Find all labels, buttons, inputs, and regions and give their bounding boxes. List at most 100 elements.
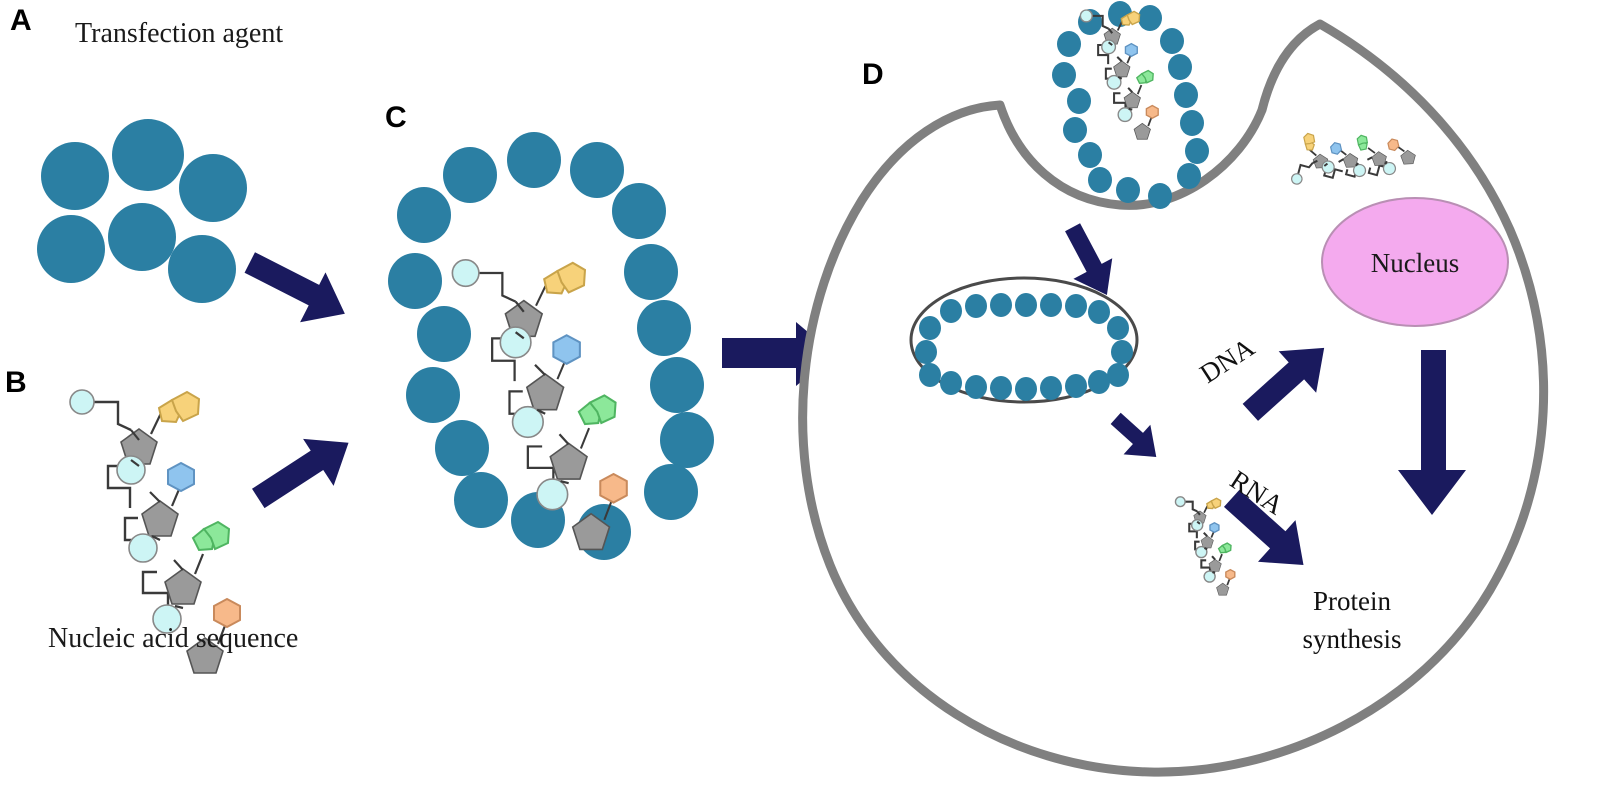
agent-particle [108,203,176,271]
agent-particle [919,363,941,387]
agent-particle [990,293,1012,317]
base-purine-yellow [1203,497,1222,514]
complex-agent-ring [1052,1,1209,209]
agent-particle [397,187,451,243]
agent-particle [443,147,497,203]
arrow-shape [1223,489,1304,566]
agent-particle [1088,370,1110,394]
agent-particle [965,375,987,399]
agent-particle [454,472,508,528]
panel-d: D [798,1,1549,777]
endosome-agent-ring [915,293,1133,401]
backbone-link [1090,14,1127,110]
nucleus-label: Nucleus [1371,248,1459,278]
base-pyrimidine-blue [1329,142,1347,156]
nucleus-body [1321,197,1509,327]
agent-particle [915,340,937,364]
agent-particle [1065,374,1087,398]
panel-letter-a: A [10,4,32,37]
agent-particle [417,306,471,362]
backbone-link [475,271,555,484]
backbone-link [1312,156,1388,167]
phosphate-node [128,533,158,563]
agent-particle [112,119,184,191]
phosphate-node [1106,74,1122,90]
phosphate-node [499,326,532,359]
base-ring-six [1221,542,1232,554]
base-pyrimidine-orange [213,597,241,645]
base-ring-six [1387,138,1400,152]
endosome-nucleic-acid [1291,132,1417,185]
agent-particle [1107,363,1129,387]
arrow-shape [1110,412,1157,457]
agent-particle [612,183,666,239]
base-ring-six [1210,497,1222,510]
base-purine-yellow [535,261,587,307]
base-ring-six [202,520,231,551]
agent-particle [919,316,941,340]
agent-particle [940,371,962,395]
arrow-uptake-to-endosome [1065,223,1113,296]
agent-particle [1052,62,1076,88]
arrow-nucleus-to-protein [1398,350,1466,515]
agent-particle [644,464,698,520]
phosphate-node [1203,570,1216,583]
base-link [1367,147,1376,154]
agent-particle [990,376,1012,400]
agent-particle [1078,142,1102,168]
base-purine-yellow [1303,132,1317,157]
agent-particle [1168,54,1192,80]
agent-particle [660,412,714,468]
agent-particle [1015,377,1037,401]
base-ring-six [1225,568,1236,581]
backbone-link [1296,162,1386,180]
base-ring-six [1303,132,1316,145]
panel-letter-c: C [385,101,407,134]
panel-letter-b: B [5,366,27,399]
agent-particle [637,300,691,356]
backbone-link [1196,510,1216,574]
endosome [909,132,1417,404]
base-ring-six [1209,521,1220,534]
agent-particle [650,357,704,413]
phosphate-node [511,405,544,439]
base-ring-six [556,261,587,294]
phosphate-node [1101,39,1117,55]
agent-particle [1040,293,1062,317]
panel-c: C [385,101,834,560]
agent-particle [624,244,678,300]
agent-particle [507,132,561,188]
phosphate-node [1321,160,1335,174]
base-link [579,427,591,449]
arrow-shape [1242,347,1325,421]
complex-extracellular [1052,1,1209,209]
base-pyrimidine-blue [1124,42,1138,64]
backbone-link [1183,500,1211,573]
arrow-dna-to-nucleus [1242,347,1325,421]
phosphate-node [451,258,480,288]
base-ring-six [167,461,195,493]
agent-particle [1177,163,1201,189]
base-ring-six [1329,142,1343,155]
base-link [1218,553,1223,562]
backbone-link [130,429,184,610]
base-ring-six [170,390,201,423]
base-ring-six [599,472,628,504]
agent-particle [1180,110,1204,136]
arrow-shape [1398,350,1466,515]
complex-nucleic-acid [1079,9,1159,140]
arrow-endosome-release [1110,412,1157,457]
base-pyrimidine-orange [1225,568,1236,586]
agent-particle [1111,340,1133,364]
phosphate-node [116,455,146,485]
agent-particle [1088,167,1112,193]
agent-particle [1040,376,1062,400]
nucleus: Nucleus [1321,197,1509,327]
agent-particle [965,294,987,318]
agent-particle [1063,117,1087,143]
nucleic-acid-sequence [69,389,241,674]
phosphate-node [1195,545,1208,559]
base-ring-six [588,394,617,425]
agent-particle [1015,293,1037,317]
base-ring-six [213,597,241,629]
